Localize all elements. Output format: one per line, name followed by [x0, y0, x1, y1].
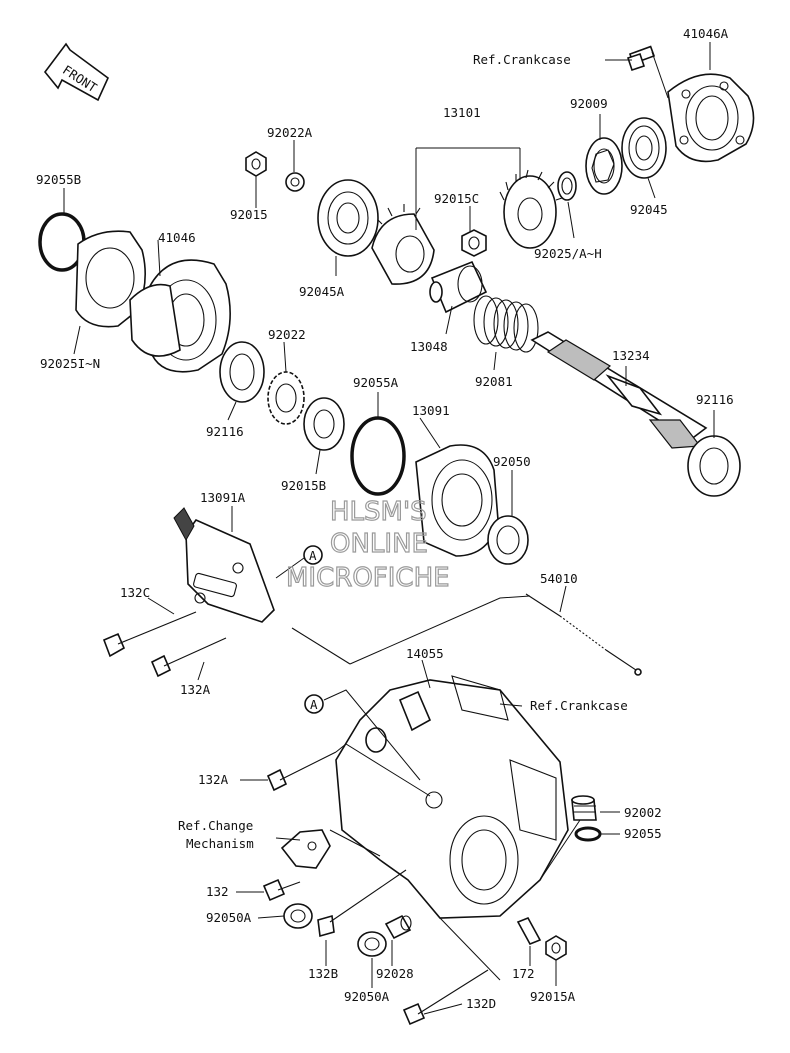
label-92028: 92028	[376, 966, 414, 981]
part-132[interactable]	[262, 878, 301, 902]
label-92055B: 92055B	[36, 172, 81, 187]
leader-lines	[63, 42, 715, 1015]
label-172: 172	[512, 966, 535, 981]
label-132C: 132C	[120, 585, 150, 600]
part-13091A[interactable]	[173, 507, 275, 623]
part-92022[interactable]	[267, 371, 305, 425]
label-92015C: 92015C	[434, 191, 479, 206]
label-92050A-left: 92050A	[206, 910, 252, 925]
part-92050A-left[interactable]	[283, 903, 313, 929]
part-41046[interactable]	[129, 259, 231, 373]
part-13091[interactable]	[415, 444, 499, 557]
label-92045A: 92045A	[299, 284, 345, 299]
label-92081: 92081	[475, 374, 513, 389]
label-92025-A-H: 92025/A~H	[534, 246, 602, 261]
svg-text:ONLINE: ONLINE	[330, 529, 428, 559]
ref-crankcase-bolt	[626, 45, 656, 72]
label-92116-left: 92116	[206, 424, 244, 439]
label-132B: 132B	[308, 966, 338, 981]
label-ref-change: Ref.Change	[178, 818, 253, 833]
label-41046A: 41046A	[683, 26, 729, 41]
part-92015-nut[interactable]	[245, 151, 267, 177]
callout-a-2	[304, 694, 324, 714]
label-mechanism: Mechanism	[186, 836, 254, 851]
part-92028[interactable]	[384, 914, 412, 940]
label-13091A: 13091A	[200, 490, 246, 505]
part-132A-mid[interactable]	[266, 751, 337, 792]
label-41046: 41046	[158, 230, 196, 245]
label-13234: 13234	[612, 348, 650, 363]
part-92050A-bottom[interactable]	[357, 931, 387, 957]
part-132A-top[interactable]	[150, 637, 227, 678]
label-92050A-bottom: 92050A	[344, 989, 390, 1004]
part-92081[interactable]	[473, 295, 539, 353]
label-ref-crankcase-top: Ref.Crankcase	[473, 52, 571, 67]
part-92009[interactable]	[585, 137, 623, 195]
svg-text:HLSM'S: HLSM'S	[330, 497, 427, 527]
part-92025I-N[interactable]	[75, 230, 146, 328]
label-92022: 92022	[268, 327, 306, 342]
label-132: 132	[206, 884, 229, 899]
part-92002[interactable]	[571, 795, 597, 821]
change-mechanism-bracket	[280, 829, 331, 869]
part-92015C[interactable]	[461, 229, 487, 257]
label-92009: 92009	[570, 96, 608, 111]
callout-a-1	[303, 545, 323, 565]
part-92116-left[interactable]	[219, 341, 265, 403]
part-labels: Ref.Crankcase 41046A 13101 92009 92022A …	[36, 26, 734, 1011]
label-92055A: 92055A	[353, 375, 399, 390]
label-13091: 13091	[412, 403, 450, 418]
label-92015A: 92015A	[530, 989, 576, 1004]
part-92015A[interactable]	[545, 935, 567, 961]
front-arrow-icon: FRONT	[43, 42, 109, 102]
label-14055: 14055	[406, 646, 444, 661]
part-54010[interactable]	[525, 593, 642, 676]
part-92116-right[interactable]	[687, 435, 741, 497]
part-14055[interactable]	[335, 675, 569, 919]
label-132A-mid: 132A	[198, 772, 229, 787]
watermark: HLSM'S ONLINE MICROFICHE	[285, 496, 450, 593]
label-92002: 92002	[624, 805, 662, 820]
label-92015B: 92015B	[281, 478, 326, 493]
label-ref-crankcase-mid: Ref.Crankcase	[530, 698, 628, 713]
part-92025-A-H[interactable]	[557, 171, 577, 201]
label-92025I-N: 92025I~N	[40, 356, 100, 371]
part-92045[interactable]	[621, 117, 667, 179]
part-13048[interactable]	[429, 260, 488, 314]
label-54010: 54010	[540, 571, 578, 586]
label-13048: 13048	[410, 339, 448, 354]
part-41046A[interactable]	[667, 73, 755, 163]
svg-text:MICROFICHE: MICROFICHE	[286, 563, 450, 593]
part-92055A[interactable]	[350, 416, 406, 496]
label-92116-right: 92116	[696, 392, 734, 407]
part-132D[interactable]	[402, 969, 489, 1026]
label-92055: 92055	[624, 826, 662, 841]
part-92045A[interactable]	[317, 179, 379, 257]
label-92050-top: 92050	[493, 454, 531, 469]
part-132C[interactable]	[102, 611, 197, 658]
label-92015-top: 92015	[230, 207, 268, 222]
label-132A-top: 132A	[180, 682, 211, 697]
part-92055[interactable]	[574, 826, 602, 842]
part-132B[interactable]	[317, 869, 407, 938]
callout-a-1-label: A	[309, 548, 317, 563]
part-13234[interactable]	[530, 331, 708, 449]
label-13101: 13101	[443, 105, 481, 120]
callout-a-2-label: A	[310, 697, 318, 712]
rod	[291, 627, 351, 665]
label-92022A: 92022A	[267, 125, 313, 140]
part-92050-top[interactable]	[487, 515, 529, 565]
label-92045: 92045	[630, 202, 668, 217]
part-13101-gear-right[interactable]	[499, 169, 563, 249]
part-92022A[interactable]	[285, 172, 305, 192]
part-92015B[interactable]	[303, 397, 345, 451]
part-172[interactable]	[516, 916, 542, 946]
label-132D: 132D	[466, 996, 496, 1011]
